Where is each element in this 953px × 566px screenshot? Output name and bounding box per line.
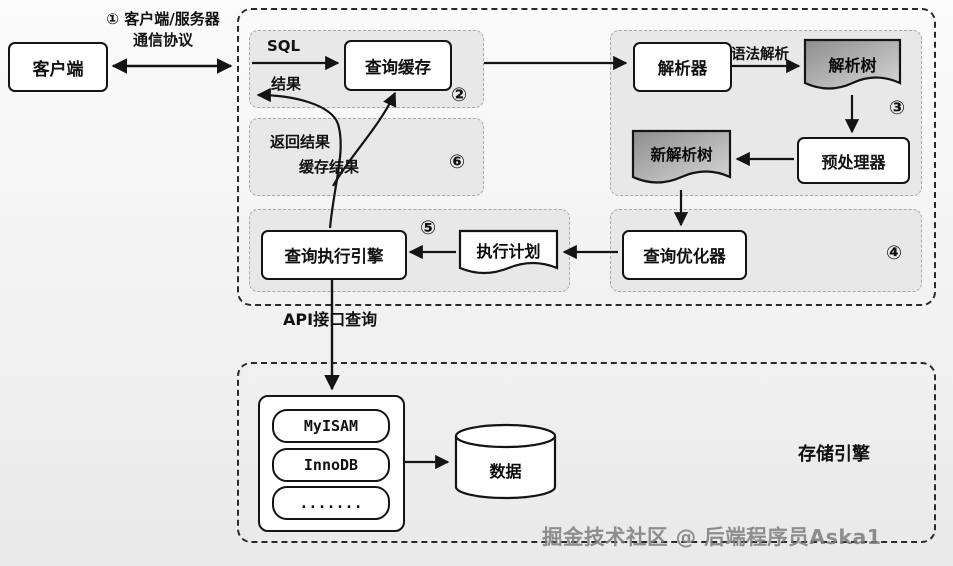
client-box: 客户端 xyxy=(8,42,108,92)
query-optimizer-label: 查询优化器 xyxy=(643,247,726,266)
badge-5: ⑤ xyxy=(420,217,437,239)
watermark-text: 掘金技术社区 @ 后端程序员Aska1 xyxy=(542,525,882,549)
parse-tree-shape xyxy=(803,38,902,90)
engine-others: ....... xyxy=(272,486,390,520)
parse-tree-label: 解析树 xyxy=(828,56,877,75)
query-execution-engine-label: 查询执行引擎 xyxy=(284,247,384,266)
result-label: 结果 xyxy=(271,75,302,93)
engine-myisam: MyISAM xyxy=(272,409,390,443)
server-frame xyxy=(237,8,936,306)
client-label: 客户端 xyxy=(32,59,84,80)
cache-result-arrow xyxy=(332,91,397,187)
badge-3: ③ xyxy=(889,97,906,119)
parser-label: 解析器 xyxy=(657,59,708,78)
engine-innodb-label: InnoDB xyxy=(303,456,359,474)
protocol-label-line1: ① 客户端/服务器 xyxy=(106,10,220,28)
section-return-result xyxy=(249,118,484,196)
engine-others-label: ....... xyxy=(299,494,363,512)
new-parse-tree-label: 新解析树 xyxy=(650,146,713,164)
storage-engine-title: 存储引擎 xyxy=(798,444,870,465)
protocol-label-line2: 通信协议 xyxy=(132,31,193,49)
engine-myisam-label: MyISAM xyxy=(303,417,359,435)
data-cylinder-top xyxy=(454,423,557,449)
badge-6: ⑥ xyxy=(449,151,466,173)
syntax-parse-label: 语法解析 xyxy=(731,47,789,63)
query-cache-box: 查询缓存 xyxy=(344,40,452,91)
preprocessor-box: 预处理器 xyxy=(797,137,910,184)
badge-2: ② xyxy=(451,84,468,106)
engine-innodb: InnoDB xyxy=(272,448,390,482)
cache-result-label: 缓存结果 xyxy=(299,158,360,176)
query-cache-label: 查询缓存 xyxy=(365,57,431,77)
return-result-arrow xyxy=(256,87,342,229)
data-cylinder-body xyxy=(454,436,557,500)
query-execution-engine-box: 查询执行引擎 xyxy=(261,230,407,280)
preprocessor-label: 预处理器 xyxy=(821,152,886,172)
execution-plan-label: 执行计划 xyxy=(476,242,541,261)
badge-4: ④ xyxy=(886,242,903,264)
query-optimizer-box: 查询优化器 xyxy=(622,230,747,280)
api-query-label: API接口查询 xyxy=(283,310,378,329)
return-result-label: 返回结果 xyxy=(270,133,331,151)
new-parse-tree-shape xyxy=(631,129,732,184)
parser-box: 解析器 xyxy=(633,42,732,92)
data-cylinder-label: 数据 xyxy=(489,462,522,481)
storage-frame xyxy=(237,362,936,543)
execution-plan-shape xyxy=(458,229,559,275)
sql-label: SQL xyxy=(267,37,301,55)
